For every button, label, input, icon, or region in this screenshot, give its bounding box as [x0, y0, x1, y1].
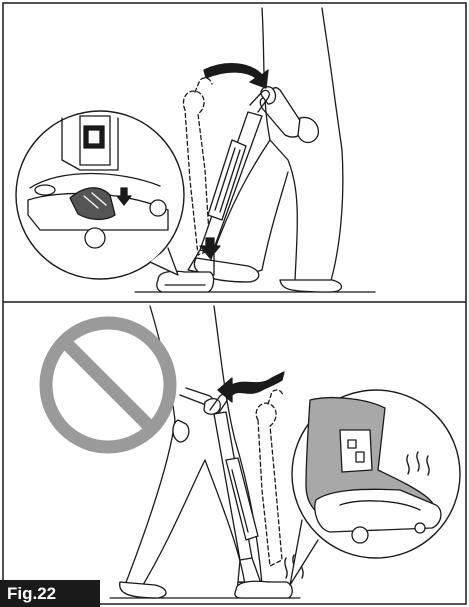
wavy-arrow-icon	[218, 372, 284, 402]
figure-label: Fig.22	[0, 580, 100, 607]
detail-circle-top	[16, 111, 184, 279]
person-bottom	[120, 306, 292, 598]
top-panel	[16, 8, 375, 292]
prohibition-icon	[46, 323, 170, 447]
dashed-upright-bottom	[256, 390, 283, 566]
vacuum-top	[188, 90, 269, 275]
rotation-arrow-icon	[204, 64, 268, 88]
vacuum-bottom	[210, 394, 262, 586]
detail-circle-bottom	[290, 390, 460, 585]
nozzle-bottom	[235, 581, 292, 598]
bottom-panel	[46, 306, 460, 598]
nozzle-top	[157, 271, 214, 292]
